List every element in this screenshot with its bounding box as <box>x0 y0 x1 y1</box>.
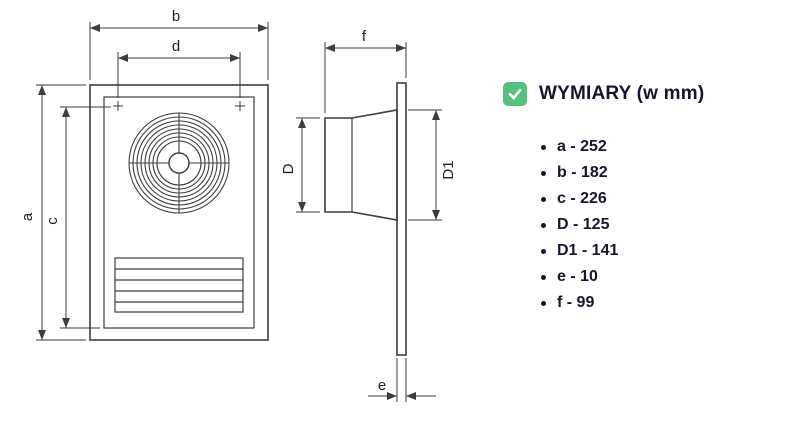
dimension-item-b: b - 182 <box>541 160 793 186</box>
dimension-text: c - 226 <box>557 190 607 207</box>
dimensions-panel: WYMIARY (w mm) a - 252 b - 182 c - 226 D… <box>503 82 793 316</box>
dim-label-a: a <box>19 212 36 221</box>
dim-label-d: d <box>172 38 180 55</box>
dimension-text: D - 125 <box>557 216 610 233</box>
bullet-dot <box>541 170 546 176</box>
panel-header: WYMIARY (w mm) <box>503 82 793 106</box>
bullet-dot <box>541 196 546 202</box>
dimension-item-f: f - 99 <box>541 290 793 316</box>
bullet-dot <box>541 248 546 254</box>
side-view <box>324 82 407 356</box>
side-dimensions <box>296 42 442 402</box>
front-outer-frame <box>89 84 269 341</box>
front-view <box>89 84 269 341</box>
dim-label-c: c <box>44 217 61 225</box>
dimension-item-D: D - 125 <box>541 212 793 238</box>
technical-drawing: b d a c <box>19 8 457 402</box>
dim-label-b: b <box>172 8 180 25</box>
duct-body <box>324 109 398 221</box>
fan-grille <box>128 112 230 214</box>
panel-title: WYMIARY (w mm) <box>539 83 705 104</box>
screw-marks <box>113 101 245 111</box>
dim-label-D1: D1 <box>440 160 457 179</box>
dimension-text: D1 - 141 <box>557 242 619 259</box>
dimension-item-a: a - 252 <box>541 134 793 160</box>
dim-label-e: e <box>378 377 386 394</box>
dimension-list: a - 252 b - 182 c - 226 D - 125 D1 - 141… <box>503 134 793 316</box>
dim-label-f: f <box>362 28 367 45</box>
front-dimensions <box>36 22 269 341</box>
louver-vent <box>114 257 244 313</box>
front-inner-frame <box>103 96 255 329</box>
bullet-dot <box>541 222 546 228</box>
bullet-dot <box>541 144 546 150</box>
dimension-item-e: e - 10 <box>541 264 793 290</box>
dimension-text: f - 99 <box>557 294 595 311</box>
dim-label-D: D <box>280 163 297 174</box>
dimension-item-D1: D1 - 141 <box>541 238 793 264</box>
dimension-item-c: c - 226 <box>541 186 793 212</box>
dimension-text: a - 252 <box>557 138 607 155</box>
checkmark-icon <box>503 82 527 106</box>
dimension-text: b - 182 <box>557 164 608 181</box>
grille-hub <box>168 152 190 174</box>
bullet-dot <box>541 274 546 280</box>
bullet-dot <box>541 300 546 306</box>
flange-plate <box>396 82 407 356</box>
dimension-text: e - 10 <box>557 268 598 285</box>
